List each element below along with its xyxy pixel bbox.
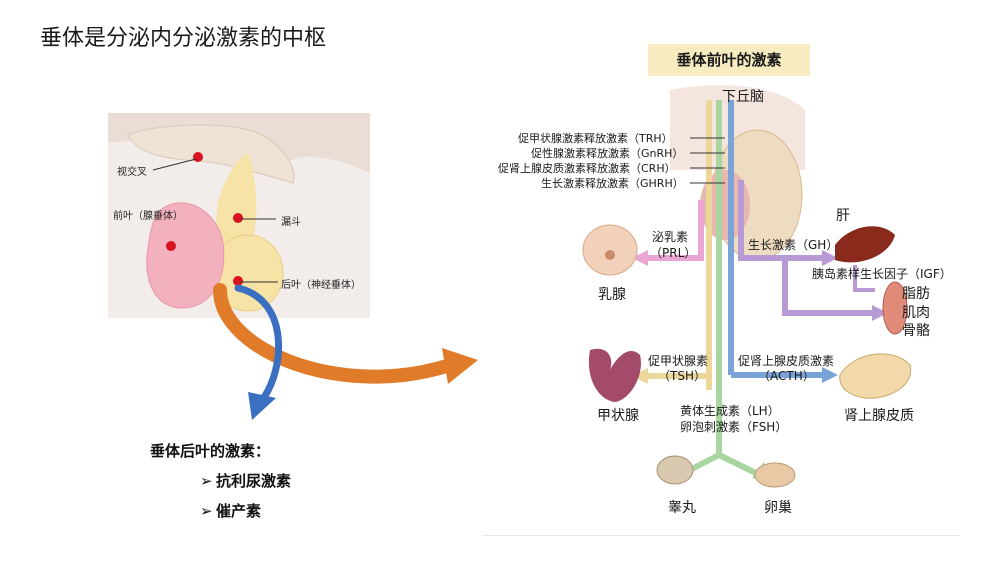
adrenal-image bbox=[840, 354, 911, 398]
posterior-hormone-label: 抗利尿激素 bbox=[216, 472, 291, 490]
ovary-label: 卵巢 bbox=[764, 497, 792, 517]
bone-label: 骨骼 bbox=[902, 320, 930, 340]
arrow-bullet-icon: ➢ bbox=[200, 472, 216, 490]
ovary-image bbox=[755, 463, 795, 487]
tsh-label-2: （TSH） bbox=[658, 367, 706, 384]
releasing-hormone-trh: 促甲状腺激素释放激素（TRH） bbox=[518, 132, 673, 145]
pink-pathway bbox=[698, 200, 704, 245]
posterior-hormones-heading: 垂体后叶的激素： bbox=[150, 440, 270, 461]
igf-label: 胰岛素样生长因子（IGF） bbox=[812, 265, 952, 282]
releasing-hormone-ghrh: 生长激素释放激素（GHRH） bbox=[541, 177, 684, 190]
prolactin-label-1: 泌乳素 bbox=[652, 228, 688, 245]
posterior-hormone-label: 催产素 bbox=[216, 502, 261, 520]
thyroid-image bbox=[589, 349, 641, 402]
testis-label: 睾丸 bbox=[668, 497, 696, 517]
posterior-hormone-item: ➢抗利尿激素 bbox=[200, 470, 291, 491]
divider bbox=[482, 535, 960, 536]
fat-label: 脂肪 bbox=[902, 283, 930, 303]
adrenal-label: 肾上腺皮质 bbox=[844, 405, 914, 425]
hypothalamus-label: 下丘脑 bbox=[722, 86, 764, 106]
liver-label: 肝 bbox=[836, 205, 850, 225]
label-optic-chiasm: 视交叉 bbox=[117, 163, 147, 178]
purple-pathway bbox=[738, 180, 744, 255]
label-infundibulum: 漏斗 bbox=[281, 213, 301, 228]
connector-arrows bbox=[180, 280, 490, 430]
orange-arrow-path bbox=[220, 290, 450, 377]
posterior-hormone-item: ➢催产素 bbox=[200, 500, 261, 521]
fsh-label: 卵泡刺激素（FSH） bbox=[680, 418, 787, 435]
orange-arrow-head bbox=[442, 348, 478, 384]
anterior-hormones-heading: 垂体前叶的激素 bbox=[648, 44, 810, 76]
page-title: 垂体是分泌内分泌激素的中枢 bbox=[40, 20, 326, 52]
thyroid-label: 甲状腺 bbox=[597, 405, 639, 425]
gh-label: 生长激素（GH） bbox=[748, 236, 838, 253]
releasing-hormone-gnrh: 促性腺激素释放激素（GnRH） bbox=[531, 147, 683, 160]
releasing-hormone-crh: 促肾上腺皮质激素释放激素（CRH） bbox=[498, 162, 676, 175]
blue-pathway bbox=[728, 100, 734, 375]
lh-label: 黄体生成素（LH） bbox=[680, 402, 780, 419]
muscle-label: 肌肉 bbox=[902, 302, 930, 322]
testis-image bbox=[657, 456, 693, 484]
hormone-pathway-diagram bbox=[480, 80, 960, 520]
arrow-bullet-icon: ➢ bbox=[200, 502, 216, 520]
yellow-pathway bbox=[706, 100, 712, 390]
blue-arrow-head bbox=[248, 392, 276, 420]
label-anterior-lobe: 前叶（腺垂体） bbox=[113, 207, 183, 222]
prolactin-label-2: （PRL） bbox=[650, 244, 696, 261]
breast-label: 乳腺 bbox=[598, 284, 626, 304]
acth-label-2: （ACTH） bbox=[758, 367, 815, 384]
liver-image bbox=[835, 226, 895, 262]
